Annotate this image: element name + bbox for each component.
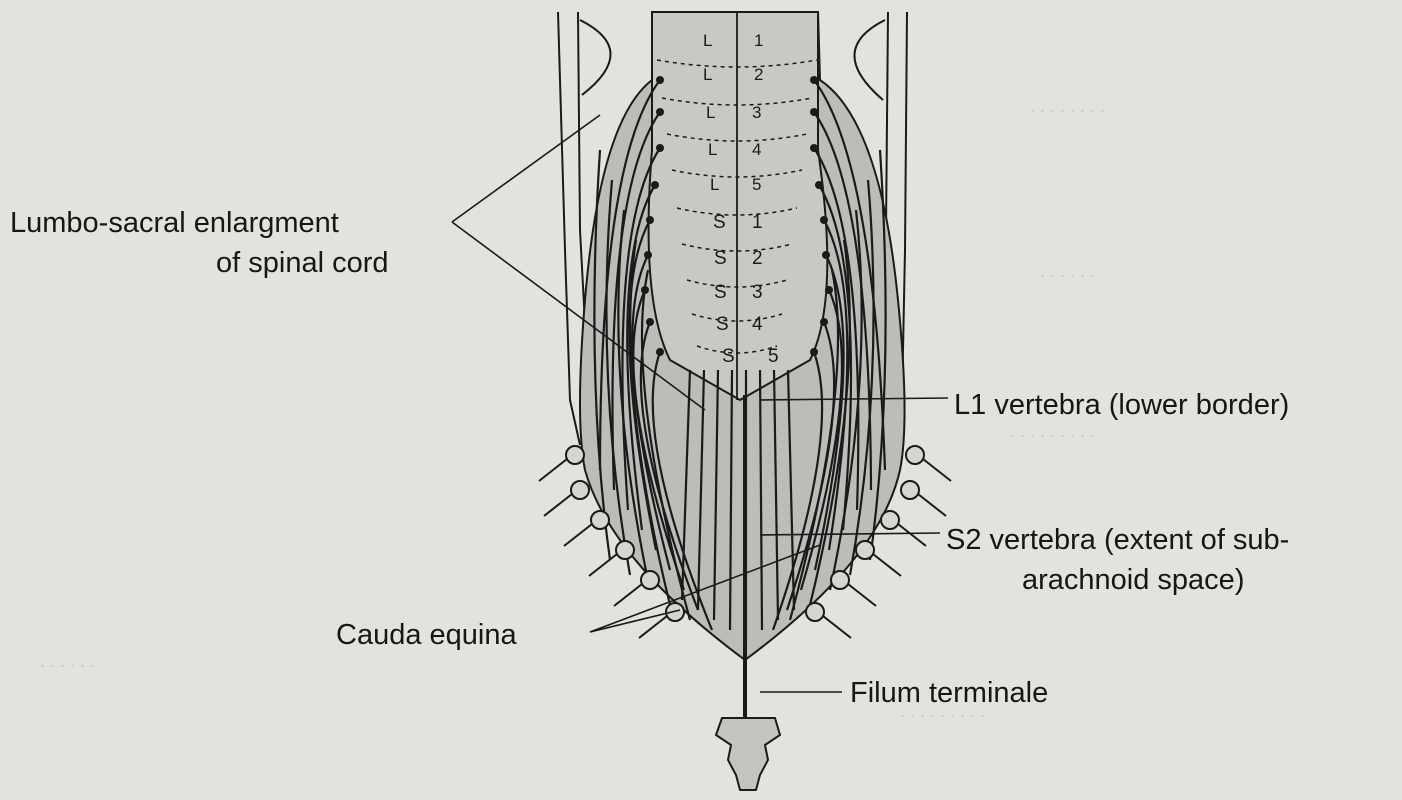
segment-number-s1: 1 (752, 212, 763, 233)
ganglion (831, 571, 849, 589)
label-lumbosacral-line2: of spinal cord (216, 246, 389, 280)
ganglion (856, 541, 874, 559)
root-origin-dot (810, 144, 818, 152)
label-s2-line1: S2 vertebra (extent of sub- (946, 523, 1289, 557)
ganglion (901, 481, 919, 499)
root-origin-dot (820, 216, 828, 224)
segment-number-l3: 3 (752, 103, 761, 122)
coccyx (716, 718, 780, 790)
leader-lumbosacral-upper (452, 115, 600, 222)
spinal-cord (649, 12, 828, 400)
segment-number-s5: 5 (768, 346, 779, 367)
segment-letter-s2: S (714, 248, 727, 269)
root-origin-dot (646, 216, 654, 224)
ganglion (641, 571, 659, 589)
ganglion (806, 603, 824, 621)
segment-letter-s5: S (722, 346, 735, 367)
root-origin-dot (644, 251, 652, 259)
segment-number-l5: 5 (752, 175, 761, 194)
ganglion (591, 511, 609, 529)
root-origin-dot (815, 181, 823, 189)
root-origin-dot (656, 108, 664, 116)
label-l1-vertebra: L1 vertebra (lower border) (954, 388, 1289, 422)
segment-number-l4: 4 (752, 140, 761, 159)
root-origin-dot (825, 286, 833, 294)
exiting-nerve (873, 554, 901, 576)
segment-letter-l4: L (708, 140, 717, 159)
root-origin-dot (656, 144, 664, 152)
ganglion (906, 446, 924, 464)
label-filum-terminale: Filum terminale (850, 676, 1048, 710)
segment-number-s4: 4 (752, 314, 763, 335)
segment-number-s2: 2 (752, 248, 763, 269)
root-origin-dot (651, 181, 659, 189)
root-origin-dot (810, 76, 818, 84)
root-origin-dot (646, 318, 654, 326)
label-cauda-equina: Cauda equina (336, 618, 517, 652)
segment-number-l2: 2 (754, 65, 763, 84)
root-origin-dot (822, 251, 830, 259)
segment-letter-l3: L (706, 103, 715, 122)
label-lumbosacral-line1: Lumbo-sacral enlargment (10, 206, 339, 240)
label-s2-line2: arachnoid space) (1022, 563, 1244, 597)
exiting-nerve (539, 459, 567, 481)
segment-letter-s1: S (713, 212, 726, 233)
ganglion (566, 446, 584, 464)
segment-letter-l2: L (703, 65, 712, 84)
segment-number-s3: 3 (752, 282, 763, 303)
exiting-nerve (898, 524, 926, 546)
ganglion (571, 481, 589, 499)
ganglion (881, 511, 899, 529)
exiting-nerve (564, 524, 592, 546)
exiting-nerve (589, 554, 617, 576)
leader-cauda-lower (590, 610, 680, 632)
exiting-nerve (544, 494, 572, 516)
exiting-nerve (918, 494, 946, 516)
exiting-nerve (614, 584, 642, 606)
root-origin-dot (810, 108, 818, 116)
segment-letter-s3: S (714, 282, 727, 303)
segment-letter-l5: L (710, 175, 719, 194)
exiting-nerve (823, 616, 851, 638)
segment-letter-l1: L (703, 31, 712, 50)
root-origin-dot (656, 348, 664, 356)
segment-number-l1: 1 (754, 31, 763, 50)
ganglion (616, 541, 634, 559)
root-origin-dot (656, 76, 664, 84)
segment-letter-s4: S (716, 314, 729, 335)
root-origin-dot (810, 348, 818, 356)
exiting-nerve (923, 459, 951, 481)
root-origin-dot (820, 318, 828, 326)
exiting-nerve (848, 584, 876, 606)
